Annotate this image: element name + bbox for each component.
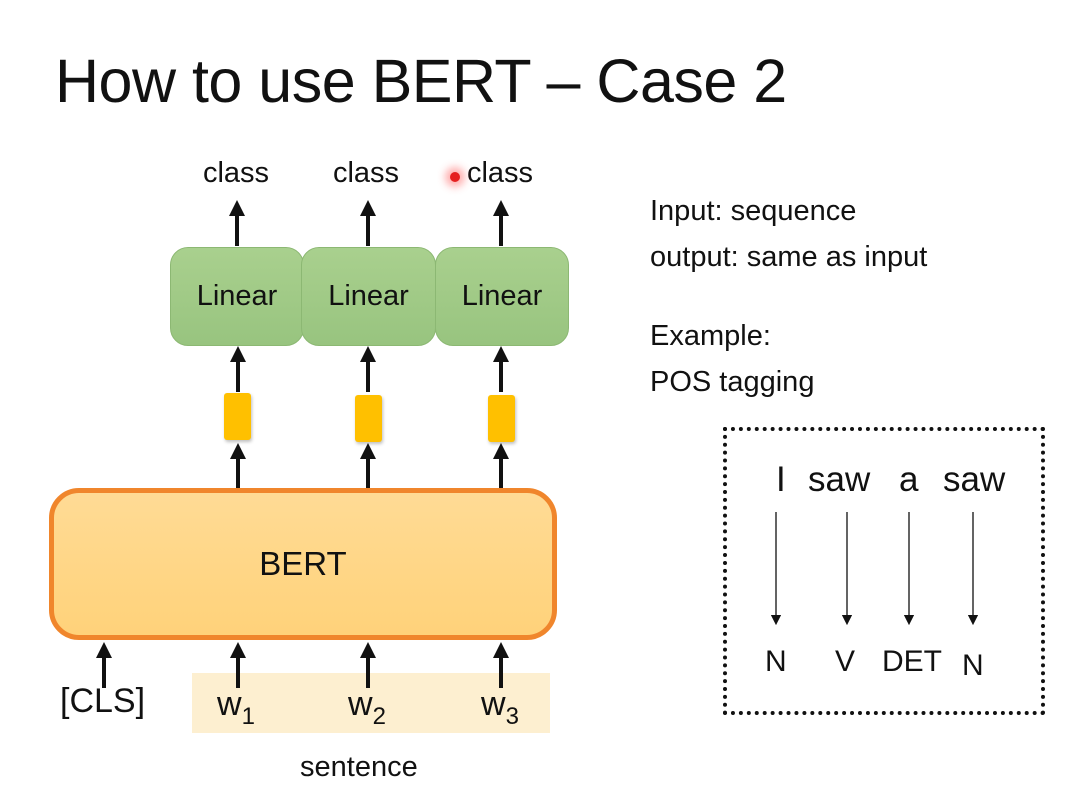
bert-model-box: BERT <box>49 488 557 640</box>
pos-tag: N <box>962 649 984 682</box>
output-class-label: class <box>466 157 534 189</box>
input-token: w1 <box>217 685 255 730</box>
input-token: w3 <box>481 685 519 730</box>
example-heading: Example: <box>650 320 771 352</box>
task-name: POS tagging <box>650 366 815 398</box>
output-class-label: class <box>332 157 400 189</box>
pos-word: saw <box>943 460 1006 499</box>
feature-vector <box>488 395 515 442</box>
output-class-label: class <box>202 157 270 189</box>
pos-word: I <box>776 460 786 499</box>
laser-pointer-icon <box>450 172 460 182</box>
pos-tag: DET <box>882 645 942 678</box>
output-description: output: same as input <box>650 241 928 273</box>
input-token: w2 <box>348 685 386 730</box>
input-description: Input: sequence <box>650 195 857 227</box>
slide-title: How to use BERT – Case 2 <box>55 47 787 115</box>
pos-tag: V <box>835 645 856 678</box>
pos-tag: N <box>765 645 787 678</box>
pos-word: a <box>899 460 919 499</box>
pos-example-box <box>723 427 1045 715</box>
cls-token: [CLS] <box>60 682 146 720</box>
linear-layer-box: Linear <box>301 247 436 346</box>
sentence-label: sentence <box>300 751 418 783</box>
linear-layer-box: Linear <box>435 247 569 346</box>
pos-word: saw <box>808 460 871 499</box>
sentence-band <box>192 673 550 733</box>
feature-vector <box>224 393 251 440</box>
feature-vector <box>355 395 382 442</box>
